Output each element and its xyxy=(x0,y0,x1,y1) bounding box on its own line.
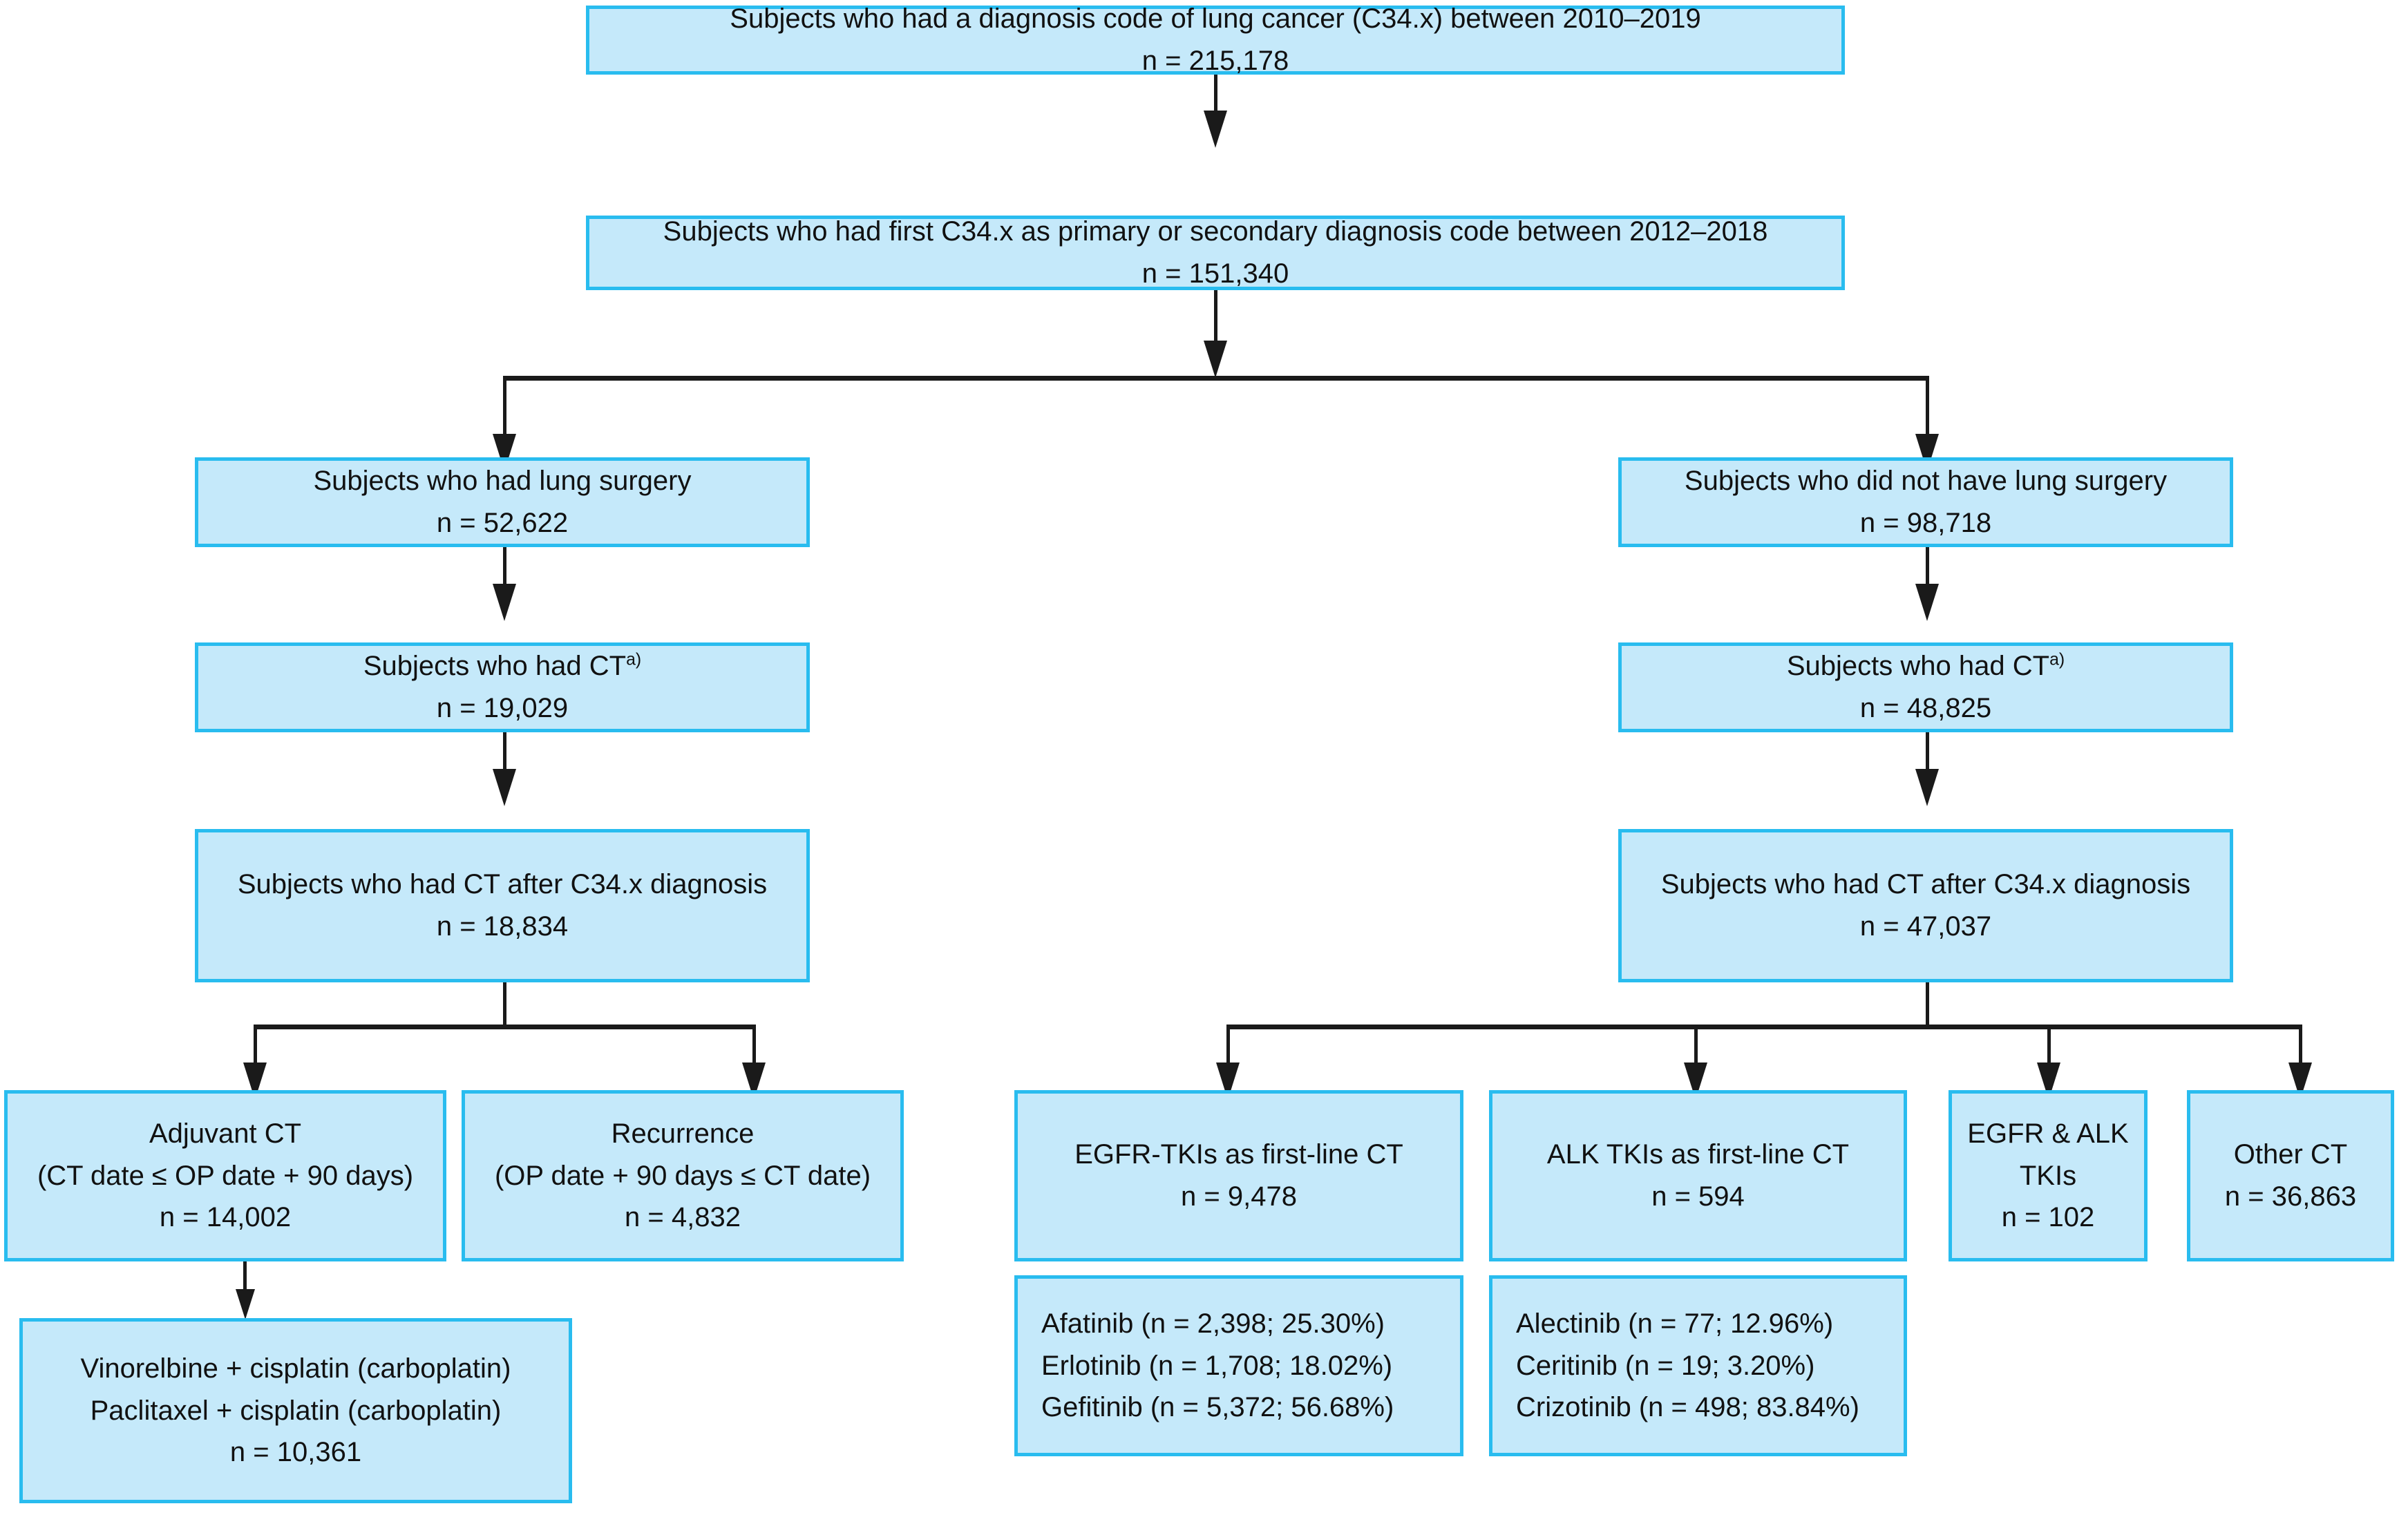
connector-l1-right-drop xyxy=(1926,376,1929,438)
connector-left-split-stem xyxy=(503,982,506,1027)
node-egfr-drugs: Afatinib (n = 2,398; 25.30%) Erlotinib (… xyxy=(1014,1275,1463,1456)
node-total-cohort: Subjects who had a diagnosis code of lun… xyxy=(586,3,1845,76)
connector-right-split-drop-1 xyxy=(1226,1025,1230,1067)
node-egfr-tki: EGFR-TKIs as first-line CT n = 9,478 xyxy=(1014,1090,1463,1261)
connector-l2-l3-left-stem xyxy=(503,547,506,590)
node-regimen-line2: Paclitaxel + cisplatin (carboplatin) xyxy=(90,1395,502,1426)
node-alk-drugs-line2: Ceritinib (n = 19; 3.20%) xyxy=(1516,1350,1815,1381)
node-recurrence-line1: Recurrence xyxy=(611,1118,755,1149)
node-first-diagnosis-line1: Subjects who had first C34.x as primary … xyxy=(663,216,1768,247)
connector-right-split-drop-2 xyxy=(1694,1025,1698,1067)
footnote-marker-a-2: a) xyxy=(2049,650,2065,669)
node-recurrence: Recurrence (OP date + 90 days ≤ CT date)… xyxy=(462,1090,904,1261)
node-regimen-line3: n = 10,361 xyxy=(229,1437,362,1468)
node-egfr-tki-line1: EGFR-TKIs as first-line CT xyxy=(1074,1139,1403,1170)
connector-l1-split-stem xyxy=(1214,290,1217,344)
node-other-ct: Other CT n = 36,863 xyxy=(2187,1090,2394,1261)
connector-left-split-drop-2 xyxy=(752,1025,756,1067)
node-surgery-no-line2: n = 98,718 xyxy=(1859,508,1992,538)
node-other-ct-line2: n = 36,863 xyxy=(2224,1181,2357,1212)
node-ct-after-dx-nosurgery-line1: Subjects who had CT after C34.x diagnosi… xyxy=(1660,869,2191,900)
connector-l2-l3-right-arrow xyxy=(1915,584,1939,621)
connector-adjuvant-regimen-stem xyxy=(243,1261,247,1295)
node-total-cohort-line1: Subjects who had a diagnosis code of lun… xyxy=(730,3,1701,35)
connector-right-split-drop-4 xyxy=(2299,1025,2302,1067)
node-ct-after-dx-nosurgery: Subjects who had CT after C34.x diagnosi… xyxy=(1618,829,2233,982)
node-ct-nosurgery-line1: Subjects who had CTa) xyxy=(1787,645,2065,687)
connector-l0-l1-arrow xyxy=(1204,111,1227,148)
node-recurrence-line3: n = 4,832 xyxy=(625,1202,741,1233)
connector-l1-left-drop xyxy=(503,376,506,438)
node-egfr-drugs-line3: Gefitinib (n = 5,372; 56.68%) xyxy=(1041,1392,1394,1423)
connector-l3-l4-right-stem xyxy=(1926,732,1929,775)
node-ct-surgery-line1: Subjects who had CTa) xyxy=(363,645,641,687)
node-surgery-no: Subjects who did not have lung surgery n… xyxy=(1618,457,2233,547)
node-egfr-alk-tki-line3: n = 102 xyxy=(2001,1202,2095,1233)
connector-l1-split-arrow xyxy=(1204,341,1227,378)
connector-adjuvant-regimen-arrow xyxy=(236,1289,255,1319)
connector-l3-l4-left-arrow xyxy=(493,769,516,806)
node-ct-after-dx-surgery-line1: Subjects who had CT after C34.x diagnosi… xyxy=(237,869,768,900)
node-ct-nosurgery-label: Subjects who had CT xyxy=(1786,651,2050,682)
node-ct-after-dx-surgery: Subjects who had CT after C34.x diagnosi… xyxy=(195,829,810,982)
connector-l3-l4-left-stem xyxy=(503,732,506,775)
node-surgery-yes-line1: Subjects who had lung surgery xyxy=(313,466,692,497)
node-alk-drugs-line3: Crizotinib (n = 498; 83.84%) xyxy=(1516,1392,1859,1423)
node-other-ct-line1: Other CT xyxy=(2233,1139,2348,1170)
node-total-cohort-line2: n = 215,178 xyxy=(1141,46,1289,76)
node-adjuvant-ct: Adjuvant CT (CT date ≤ OP date + 90 days… xyxy=(4,1090,446,1261)
node-surgery-yes: Subjects who had lung surgery n = 52,622 xyxy=(195,457,810,547)
connector-l0-l1-stem xyxy=(1214,75,1217,115)
connector-l1-split-bar xyxy=(503,376,1929,381)
connector-l2-l3-right-stem xyxy=(1926,547,1929,590)
node-regimen-line1: Vinorelbine + cisplatin (carboplatin) xyxy=(80,1353,511,1384)
node-adjuvant-ct-line2: (CT date ≤ OP date + 90 days) xyxy=(37,1160,414,1191)
node-ct-after-dx-surgery-line2: n = 18,834 xyxy=(436,911,569,942)
node-alk-tki: ALK TKIs as first-line CT n = 594 xyxy=(1489,1090,1907,1261)
node-ct-surgery: Subjects who had CTa) n = 19,029 xyxy=(195,642,810,732)
connector-l2-l3-left-arrow xyxy=(493,584,516,621)
node-surgery-yes-line2: n = 52,622 xyxy=(436,508,569,538)
connector-left-split-bar xyxy=(254,1025,756,1029)
node-adjuvant-ct-line1: Adjuvant CT xyxy=(149,1118,302,1149)
node-egfr-alk-tki-line1: EGFR & ALK xyxy=(1967,1118,2129,1149)
connector-right-split-drop-3 xyxy=(2047,1025,2051,1067)
node-egfr-alk-tki: EGFR & ALK TKIs n = 102 xyxy=(1949,1090,2148,1261)
connector-l3-l4-right-arrow xyxy=(1915,769,1939,806)
node-ct-surgery-label: Subjects who had CT xyxy=(363,651,627,682)
node-egfr-alk-tki-line2: TKIs xyxy=(2019,1160,2077,1191)
node-ct-nosurgery-line2: n = 48,825 xyxy=(1859,693,1992,723)
connector-right-split-stem xyxy=(1926,982,1929,1027)
node-first-diagnosis: Subjects who had first C34.x as primary … xyxy=(586,216,1845,290)
node-alk-drugs-line1: Alectinib (n = 77; 12.96%) xyxy=(1516,1308,1834,1339)
node-first-diagnosis-line2: n = 151,340 xyxy=(1141,258,1289,289)
node-recurrence-line2: (OP date + 90 days ≤ CT date) xyxy=(494,1160,871,1191)
node-ct-after-dx-nosurgery-line2: n = 47,037 xyxy=(1859,911,1992,942)
node-ct-surgery-line2: n = 19,029 xyxy=(436,693,569,723)
connector-left-split-drop-1 xyxy=(254,1025,257,1067)
node-alk-tki-line1: ALK TKIs as first-line CT xyxy=(1546,1139,1850,1170)
node-surgery-no-line1: Subjects who did not have lung surgery xyxy=(1684,466,2168,497)
node-ct-nosurgery: Subjects who had CTa) n = 48,825 xyxy=(1618,642,2233,732)
node-egfr-tki-line2: n = 9,478 xyxy=(1181,1181,1297,1212)
node-alk-drugs: Alectinib (n = 77; 12.96%) Ceritinib (n … xyxy=(1489,1275,1907,1456)
node-regimen: Vinorelbine + cisplatin (carboplatin) Pa… xyxy=(19,1318,572,1503)
connector-right-split-bar xyxy=(1226,1025,2302,1029)
footnote-marker-a: a) xyxy=(626,650,642,669)
node-adjuvant-ct-line3: n = 14,002 xyxy=(159,1202,292,1233)
node-egfr-drugs-line2: Erlotinib (n = 1,708; 18.02%) xyxy=(1041,1350,1393,1381)
node-egfr-drugs-line1: Afatinib (n = 2,398; 25.30%) xyxy=(1041,1308,1385,1339)
node-alk-tki-line2: n = 594 xyxy=(1651,1181,1745,1212)
